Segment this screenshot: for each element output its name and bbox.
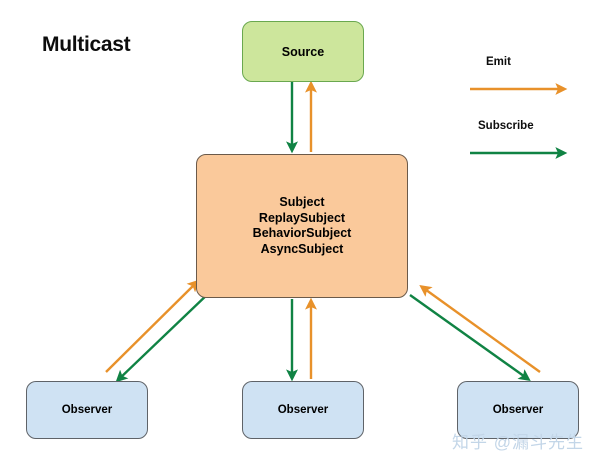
edge-observer-right-subscribes-subject (419, 285, 541, 373)
node-observer-left[interactable]: Observer (26, 381, 148, 439)
legend-label-subscribe: Subscribe (478, 120, 534, 132)
node-subject[interactable]: Subject ReplaySubject BehaviorSubject As… (196, 154, 408, 298)
page-title: Multicast (42, 33, 131, 56)
node-observer-right[interactable]: Observer (457, 381, 579, 439)
node-observer-right-label: Observer (492, 404, 544, 416)
node-subject-labels: Subject ReplaySubject BehaviorSubject As… (253, 195, 352, 257)
node-subject-line-3: BehaviorSubject (252, 226, 352, 240)
watermark: 知乎 @漏斗先生 (452, 433, 584, 452)
edge-subject-emits-observer-left (115, 290, 212, 383)
node-source-label: Source (281, 44, 325, 59)
node-observer-mid[interactable]: Observer (242, 381, 364, 439)
node-subject-line-1: Subject (279, 195, 325, 209)
node-source[interactable]: Source (242, 21, 364, 82)
node-subject-line-2: ReplaySubject (258, 210, 346, 225)
legend-label-emit: Emit (486, 56, 511, 68)
node-observer-left-label: Observer (61, 404, 113, 416)
edge-observer-left-subscribes-subject (105, 279, 200, 373)
node-subject-line-4: AsyncSubject (260, 241, 344, 256)
node-observer-mid-label: Observer (277, 404, 329, 416)
edge-subject-emits-observer-right (409, 294, 531, 381)
